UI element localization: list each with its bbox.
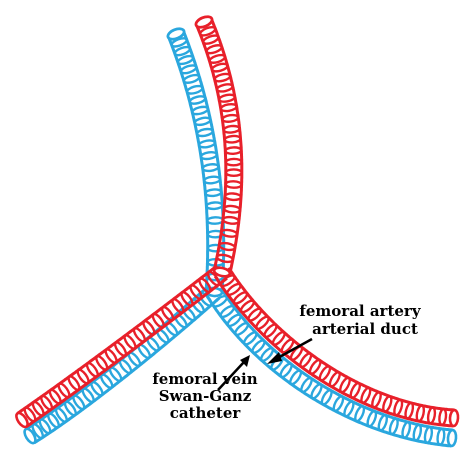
vein-label-line2: Swan-Ganz	[159, 387, 252, 405]
tube-ring	[224, 205, 241, 213]
tube-ring	[214, 73, 231, 83]
tube-ring	[206, 202, 222, 209]
artery-label-line2: arterial duct	[312, 320, 418, 338]
tube-ring	[189, 95, 206, 105]
tube-ring	[328, 371, 342, 388]
tube-ring	[226, 159, 242, 166]
tube-ring	[366, 410, 378, 427]
tube-ring	[404, 402, 414, 419]
tube-ring	[220, 103, 237, 112]
tube-ring	[437, 428, 445, 445]
tube-ring	[388, 418, 399, 435]
tube-ring	[207, 217, 223, 224]
tube-ring	[377, 414, 388, 431]
vein-label-line3: catheter	[170, 404, 242, 422]
tube-ring	[204, 176, 221, 184]
tube-ring	[223, 125, 240, 133]
artery-label-line1: femoral artery	[299, 302, 421, 320]
femoral-artery-arterial-duct	[14, 15, 458, 429]
tube-ring	[439, 409, 447, 426]
tube-ring	[353, 405, 365, 422]
tube-ring	[194, 116, 211, 126]
tube-ring	[225, 193, 241, 200]
tube-ring	[201, 151, 218, 160]
artery-right-branch	[215, 268, 458, 427]
tube-ring	[393, 399, 404, 416]
tube-ring	[219, 94, 236, 103]
tube-end-cap	[22, 427, 37, 445]
tube-ring	[415, 405, 425, 422]
tube-ring	[382, 395, 393, 412]
tube-ring	[186, 85, 203, 95]
tube-ring	[192, 106, 209, 116]
vein-label-line1: femoral vein	[152, 370, 257, 388]
tube-ring	[299, 376, 313, 393]
tube-ring	[424, 426, 433, 443]
tube-ring	[338, 376, 351, 393]
tube-ring	[216, 83, 233, 93]
tube-ring	[320, 389, 333, 406]
tube-ring	[349, 382, 362, 399]
tube-ring	[310, 383, 324, 400]
tube-end-cap	[449, 410, 458, 426]
tube-ring	[224, 135, 240, 143]
tube-ring	[371, 391, 383, 408]
tube-ring	[225, 147, 241, 154]
tube-ring	[222, 114, 239, 123]
tube-end-cap	[447, 430, 456, 447]
tube-ring	[223, 216, 240, 224]
tube-ring	[401, 421, 411, 438]
tube-ring	[427, 407, 436, 424]
tube-ring	[202, 163, 219, 171]
tube-ring	[196, 128, 213, 137]
tube-ring	[225, 181, 241, 188]
tube-end-cap	[14, 411, 30, 429]
tube-wall	[169, 37, 208, 292]
tube-ring	[332, 395, 345, 412]
tube-ring	[226, 169, 242, 175]
tube-ring	[205, 44, 222, 55]
tube-ring	[360, 387, 372, 404]
tube-ring	[183, 74, 200, 85]
tube-ring	[343, 400, 356, 417]
tube-ring	[205, 189, 221, 197]
tube-ring	[412, 424, 422, 441]
tube-ring	[180, 64, 197, 75]
tube-ring	[199, 139, 216, 148]
